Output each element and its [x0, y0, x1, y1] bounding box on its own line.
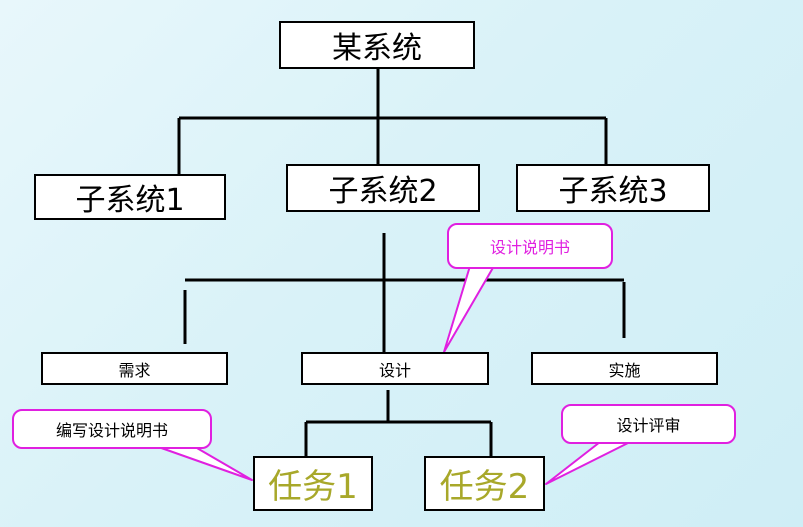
- phase-implementation-box: 实施: [531, 352, 718, 385]
- phase-implementation-label: 实施: [608, 360, 641, 380]
- phase-requirements-box: 需求: [41, 352, 228, 385]
- subsystem-3-label: 子系统3: [558, 174, 668, 209]
- callout-write-spec-label: 编写设计说明书: [55, 421, 168, 440]
- subsystem-2-box: 子系统2: [286, 164, 480, 212]
- root-system-label: 某系统: [332, 31, 422, 66]
- callout-pointer-design-review: [545, 441, 631, 485]
- subsystem-3-box: 子系统3: [516, 164, 710, 212]
- subsystem-2-label: 子系统2: [328, 174, 438, 209]
- phase-design-label: 设计: [378, 360, 411, 380]
- task-1-box: 任务1: [253, 456, 373, 511]
- subsystem-1-box: 子系统1: [34, 174, 226, 220]
- task-2-label: 任务2: [439, 467, 530, 507]
- task-1-label: 任务1: [268, 467, 358, 507]
- callout-write-spec: 编写设计说明书: [12, 409, 212, 449]
- callout-design-review-label: 设计评审: [616, 416, 681, 435]
- root-system-box: 某系统: [279, 21, 475, 69]
- callout-design-spec-label: 设计说明书: [489, 238, 570, 257]
- phase-design-box: 设计: [301, 352, 489, 385]
- phase-requirements-label: 需求: [118, 360, 151, 380]
- task-2-box: 任务2: [424, 456, 545, 511]
- callout-design-spec: 设计说明书: [447, 223, 613, 269]
- subsystem-1-label: 子系统1: [75, 183, 185, 218]
- callout-design-review: 设计评审: [561, 404, 736, 444]
- callout-pointer-write-spec: [149, 443, 253, 481]
